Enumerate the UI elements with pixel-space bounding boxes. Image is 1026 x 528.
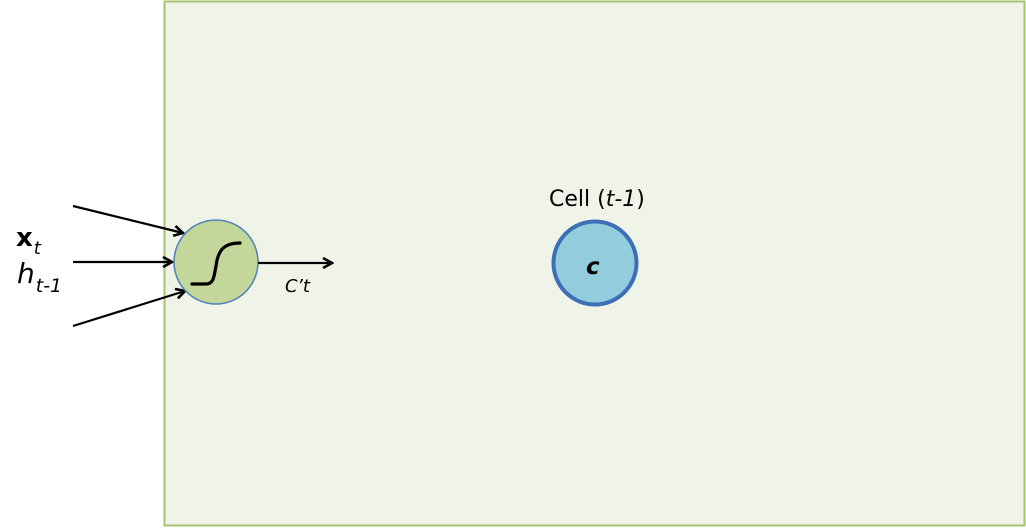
cell-title-open: ( [597, 187, 606, 212]
cell-title-close: ) [636, 187, 645, 212]
input-x-subscript: t [33, 238, 41, 259]
cell-state-node [551, 219, 639, 307]
input-x-main: x [16, 223, 33, 253]
input-x-label: xt [16, 223, 41, 258]
gate-output-label: C’t [285, 276, 310, 297]
input-h-main: h [17, 257, 35, 290]
cell-title-time: t-1 [605, 187, 637, 212]
input-h-label: ht-1 [17, 257, 62, 296]
input-h-subscript: t-1 [35, 275, 63, 297]
cell-title-main: Cell [549, 187, 591, 212]
cell-title: Cell (t-1) [549, 189, 645, 211]
input-arrow-top [72, 204, 183, 233]
input-arrow-bottom [72, 291, 185, 328]
sigmoid-icon [190, 241, 242, 286]
cell-symbol: c [586, 254, 600, 280]
